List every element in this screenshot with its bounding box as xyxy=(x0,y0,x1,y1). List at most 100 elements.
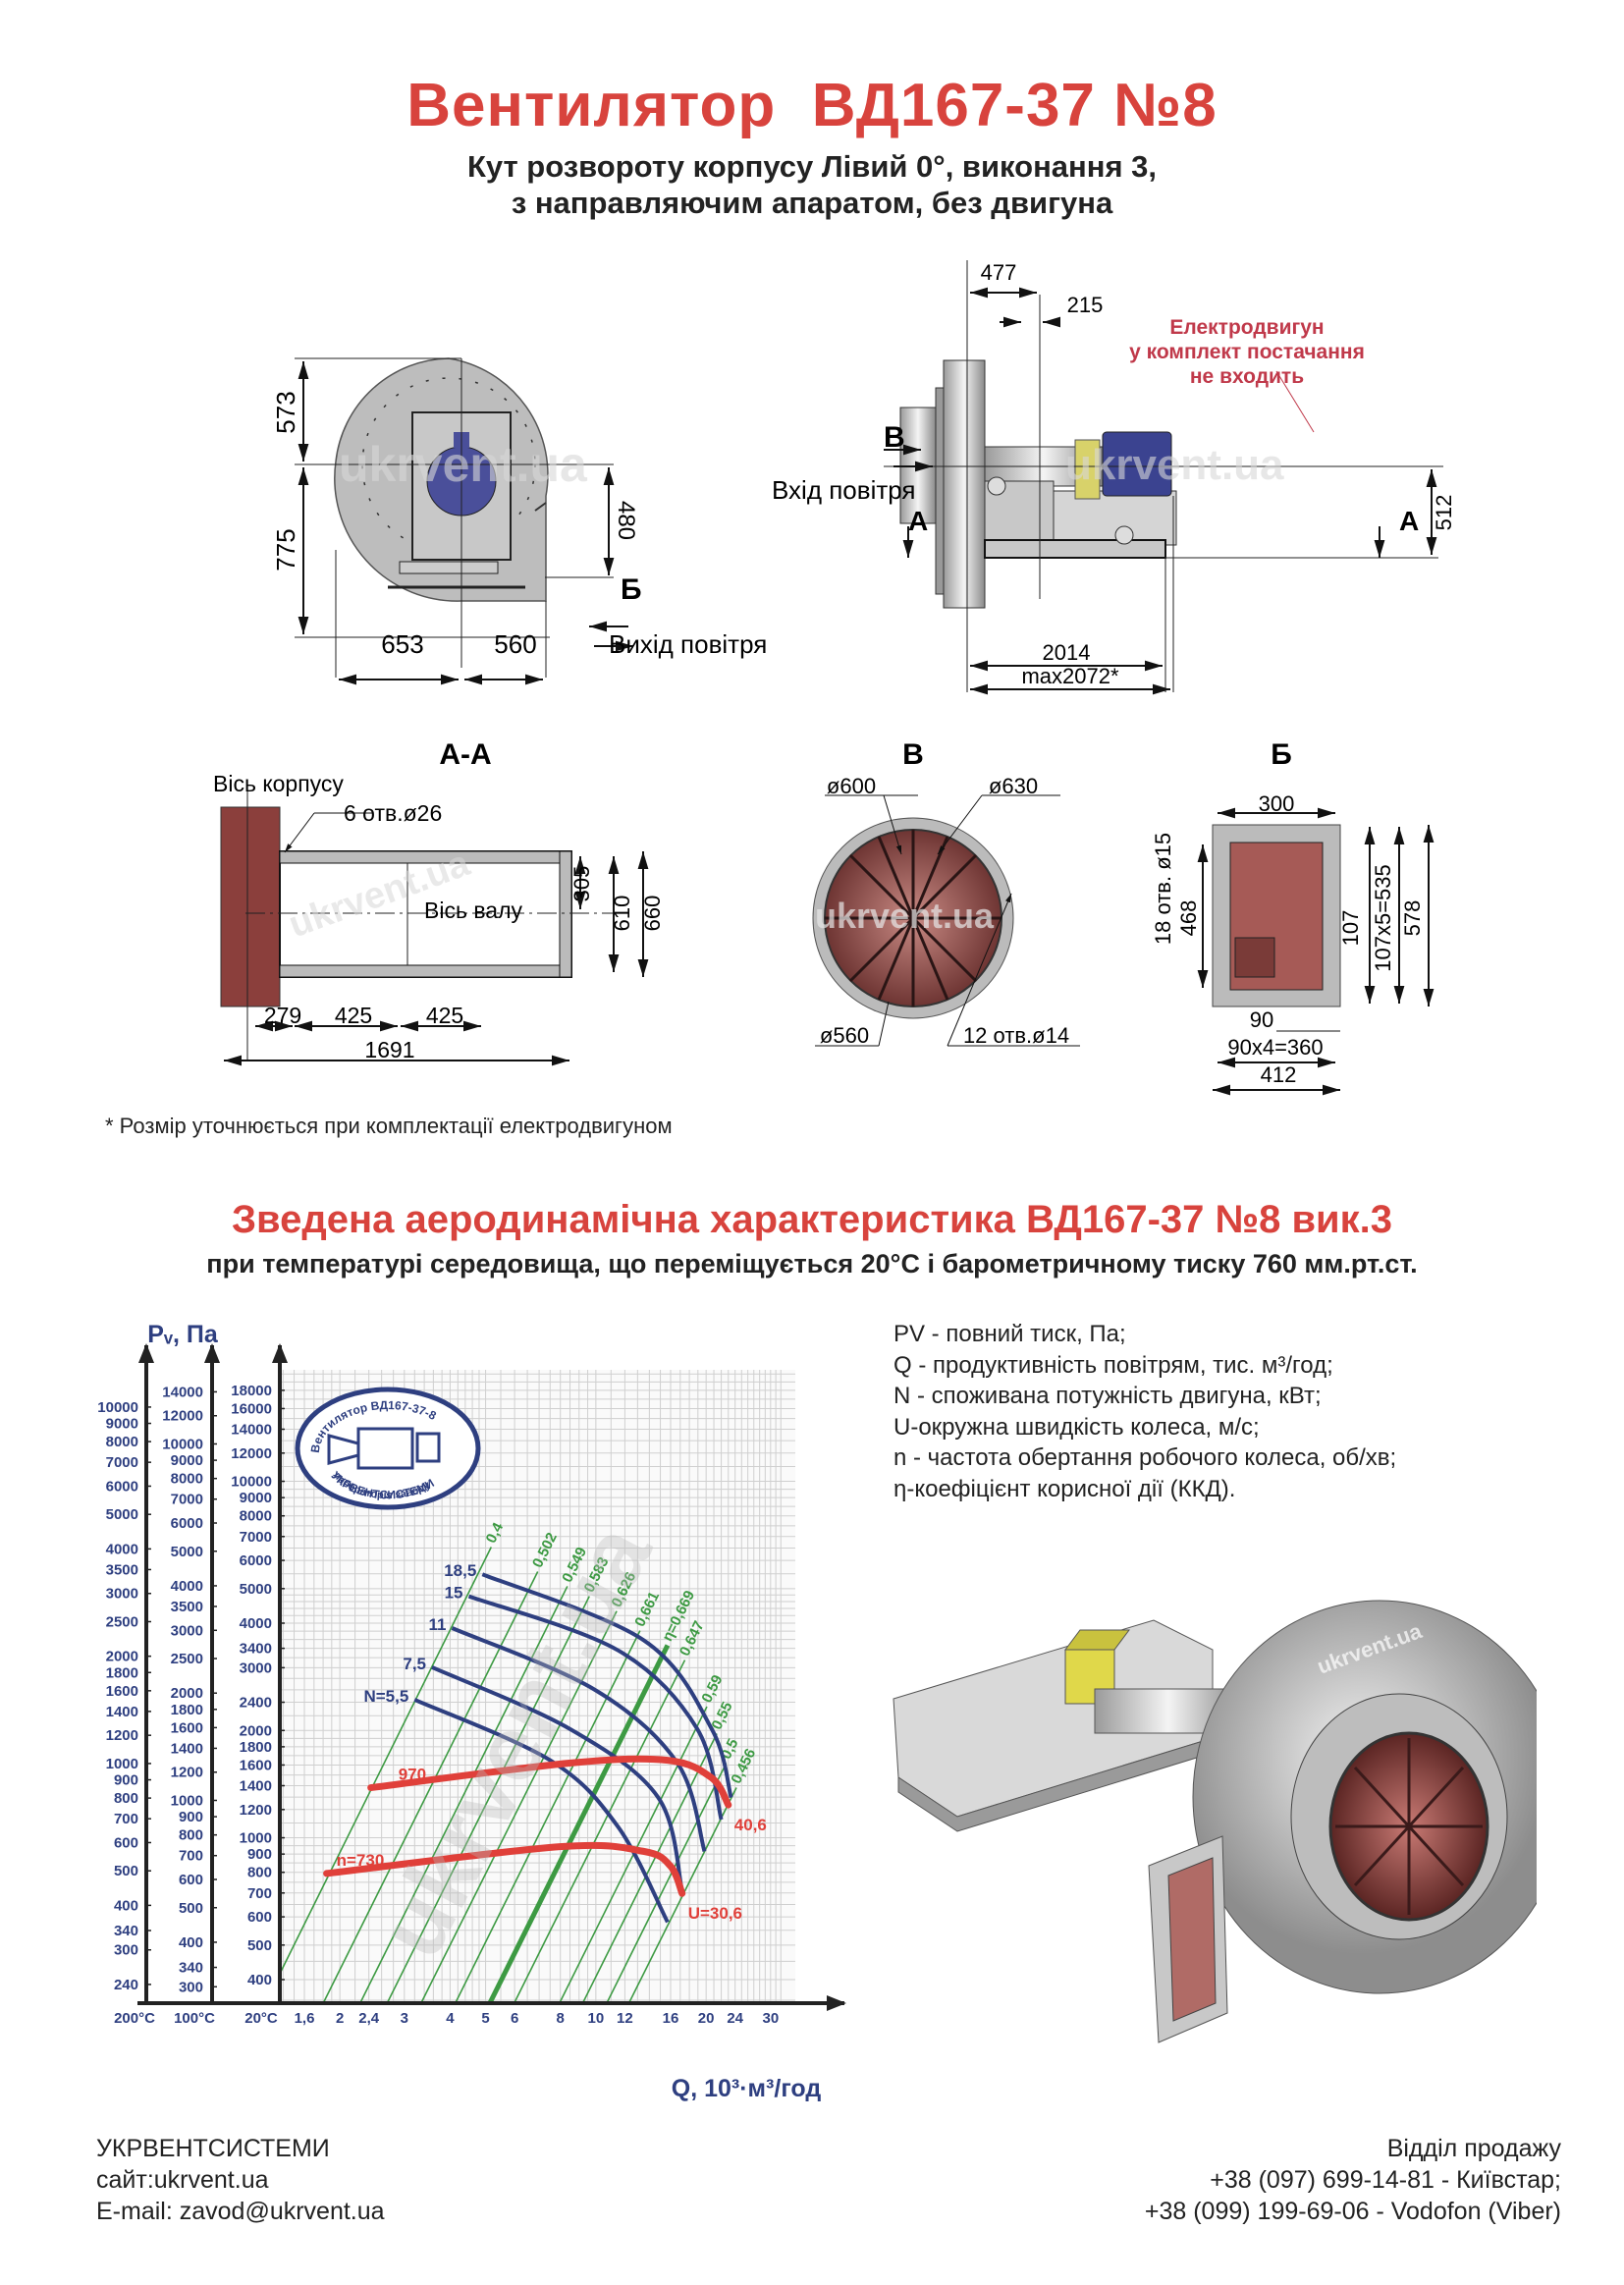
page-title: Вентилятор ВД167-37 №8 xyxy=(406,72,1218,139)
y-tick-label: 700 xyxy=(247,1885,272,1902)
y-tick-label: 1800 xyxy=(106,1664,138,1681)
y-tick-label: 5000 xyxy=(171,1544,203,1560)
efficiency-lines xyxy=(280,1547,737,2003)
y-tick-label: 1600 xyxy=(106,1683,138,1700)
y-tick-label: 2000 xyxy=(171,1685,203,1702)
company-email[interactable]: E-mail: zavod@ukrvent.ua xyxy=(96,2198,385,2225)
speed-curve xyxy=(367,1755,732,1809)
x-tick-label: 16 xyxy=(663,2010,679,2027)
y-tick-label: 1800 xyxy=(171,1702,203,1718)
y-tick-label: 9000 xyxy=(240,1490,272,1506)
section-a-a-title: А-А xyxy=(439,738,491,771)
y-tick-label: 700 xyxy=(114,1811,138,1827)
y-tick-label: 6000 xyxy=(240,1552,272,1569)
y-tick-label: 2500 xyxy=(171,1651,203,1667)
y-tick-label: 340 xyxy=(179,1960,203,1977)
y-tick-label: 9000 xyxy=(106,1416,138,1433)
view-mark-v: В xyxy=(884,421,905,454)
dim-477: 477 xyxy=(981,260,1017,285)
sales-phone-2[interactable]: +38 (099) 199-69-06 - Vodofon (Viber) xyxy=(1144,2198,1561,2225)
speed-curve xyxy=(323,1841,686,1897)
y-tick-label: 800 xyxy=(247,1865,272,1881)
y-tick-label: 12000 xyxy=(231,1445,272,1462)
section-b: Б 300 18 отв. ø15 468 107 107х5=535 578 … xyxy=(1151,738,1435,1096)
section-a-a: А-А Вісь корпусу 6 отв.ø26 Вісь валу 279… xyxy=(213,738,665,1066)
y-tick-label: 3500 xyxy=(106,1561,138,1578)
efficiency-line xyxy=(487,1644,671,2003)
sales-phone-1[interactable]: +38 (097) 699-14-81 - Київстар; xyxy=(1210,2166,1561,2194)
y-tick-label: 340 xyxy=(114,1923,138,1939)
motor-note-3: не входить xyxy=(1190,365,1304,388)
footer-sales-info: Відділ продажу +38 (097) 699-14-81 - Киї… xyxy=(1145,2133,1561,2227)
efficiency-line xyxy=(358,1586,568,2003)
y-tick-label: 400 xyxy=(179,1934,203,1951)
y-tick-label: 2500 xyxy=(106,1613,138,1630)
x-tick-label: 30 xyxy=(762,2010,779,2027)
y-tick-label: 12000 xyxy=(162,1408,203,1425)
y-tick-label: 6000 xyxy=(106,1478,138,1495)
chart-title: Зведена аеродинамічна характеристика ВД1… xyxy=(231,1198,1393,1241)
y-tick-label: 600 xyxy=(179,1872,203,1888)
chart-axes: 1800016000140001200010000900080007000600… xyxy=(97,1343,846,2027)
dim-468: 468 xyxy=(1176,900,1201,937)
y-tick-label: 7000 xyxy=(240,1529,272,1546)
dim-1691: 1691 xyxy=(364,1037,414,1062)
y-tick-label: 600 xyxy=(114,1834,138,1851)
y-tick-label: 3500 xyxy=(171,1599,203,1615)
section-mark-a-right: А xyxy=(1399,506,1419,536)
dim-412: 412 xyxy=(1261,1062,1297,1087)
dim-max2072: max2072* xyxy=(1021,664,1119,688)
section-b-title: Б xyxy=(1271,738,1292,771)
sales-title: Відділ продажу xyxy=(1386,2135,1561,2162)
y-tick-label: 8000 xyxy=(106,1434,138,1450)
dim-300: 300 xyxy=(1259,791,1295,816)
y-tick-label: 600 xyxy=(247,1909,272,1926)
y-tick-label: 1400 xyxy=(171,1740,203,1757)
dim-560: 560 xyxy=(494,629,536,659)
x-tick-label: 4 xyxy=(446,2010,455,2027)
power-curve-label: 7,5 xyxy=(403,1655,426,1673)
dim-480: 480 xyxy=(613,501,639,540)
holes-12: 12 отв.ø14 xyxy=(963,1023,1069,1048)
outlet-label: Вихід повітря xyxy=(609,629,767,659)
y-tick-label: 4000 xyxy=(171,1578,203,1595)
efficiency-line xyxy=(280,1547,493,1976)
power-curve xyxy=(431,1665,684,1892)
dim-535: 107х5=535 xyxy=(1371,864,1395,972)
chart-grid xyxy=(280,1370,795,2003)
page-subtitle-2: з направляючим апаратом, без двигуна xyxy=(511,186,1113,220)
efficiency-line xyxy=(606,1763,728,2003)
inlet-label: Вхід повітря xyxy=(772,475,916,505)
y-tick-label: 900 xyxy=(114,1772,138,1789)
y-tick-label: 1600 xyxy=(240,1757,272,1773)
motor-note-1: Електродвигун xyxy=(1169,316,1324,339)
power-curve-label: N=5,5 xyxy=(363,1687,408,1706)
y-tick-label: 4000 xyxy=(240,1615,272,1632)
efficiency-line xyxy=(420,1610,618,2003)
x-tick-label: 2,4 xyxy=(358,2010,380,2027)
chart-legend: PV - повний тиск, Па; Q - продуктивність… xyxy=(893,1319,1396,1504)
x-tick-label: 24 xyxy=(727,2010,743,2027)
speed-curve-label: n=730 xyxy=(337,1851,385,1870)
legend-item-n: N - споживана потужність двигуна, кВт; xyxy=(893,1383,1322,1409)
y-tick-label: 8000 xyxy=(171,1471,203,1488)
y-tick-label: 3400 xyxy=(240,1641,272,1658)
y-tick-label: 900 xyxy=(179,1809,203,1825)
y-tick-label: 6000 xyxy=(171,1515,203,1532)
watermark: ukrvent.ua xyxy=(815,896,995,936)
y-tick-label: 1000 xyxy=(171,1792,203,1809)
y-tick-label: 800 xyxy=(179,1827,203,1844)
company-site[interactable]: сайт:ukrvent.ua xyxy=(96,2166,269,2194)
y-tick-label: 14000 xyxy=(162,1384,203,1400)
dim-425-b: 425 xyxy=(426,1003,463,1028)
dim-578: 578 xyxy=(1400,900,1425,937)
view-v: В ø600 ø630 ø560 12 отв.ø14 ukrvent.ua xyxy=(812,738,1080,1048)
dim-512: 512 xyxy=(1432,495,1456,531)
efficiency-line xyxy=(454,1630,641,2003)
y-tick-label: 9000 xyxy=(171,1452,203,1469)
holes-label: 6 отв.ø26 xyxy=(344,800,442,826)
legend-item-q: Q - продуктивність повітрям, тис. м³/год… xyxy=(893,1351,1333,1379)
power-curve-label: 11 xyxy=(428,1615,446,1634)
